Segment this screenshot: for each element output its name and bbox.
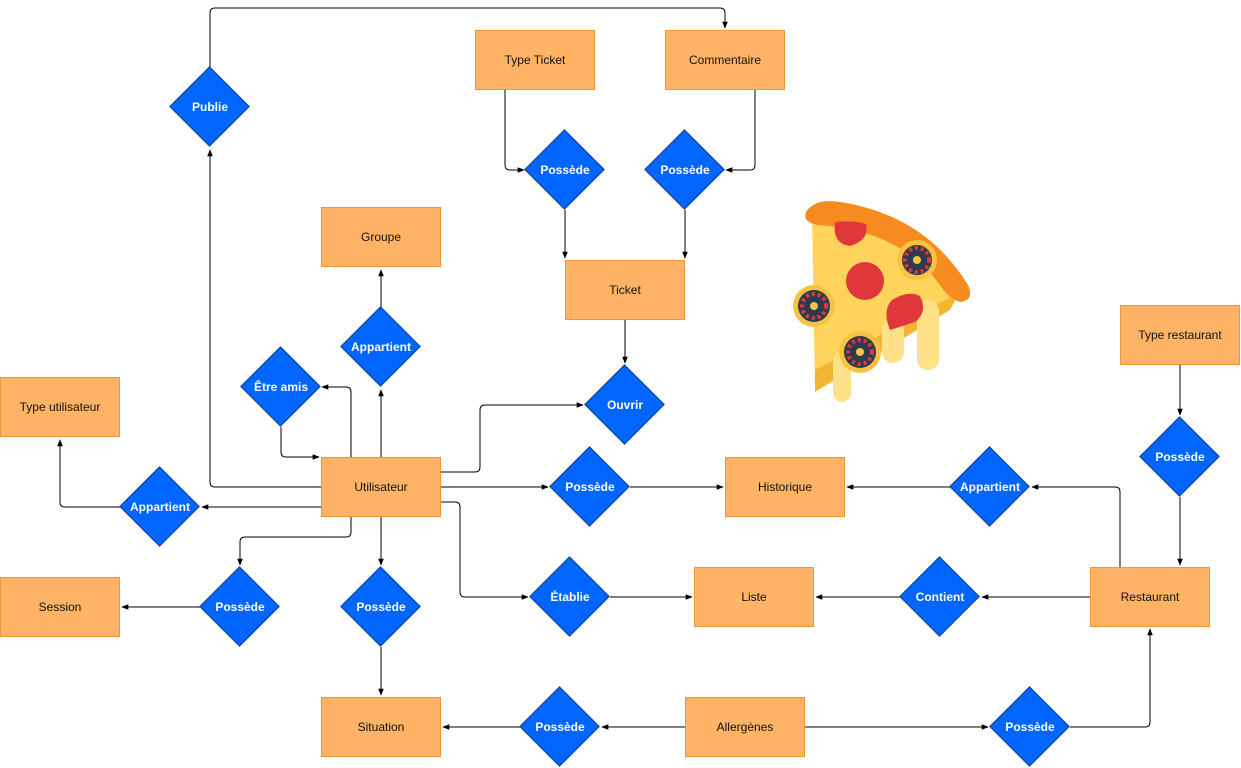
- entity-situation[interactable]: Situation: [321, 697, 441, 757]
- relation-appartient-historique[interactable]: Appartient: [949, 446, 1030, 527]
- relation-label: Publie: [191, 100, 228, 114]
- entity-label: Commentaire: [688, 53, 762, 67]
- relation-label: Possède: [535, 720, 585, 734]
- edge-utilisateur-publie: [207, 149, 321, 488]
- entity-label: Groupe: [360, 230, 402, 244]
- edge-commentaire-possede: [725, 90, 756, 173]
- relation-possede-allergenes-restaurant[interactable]: Possède: [989, 686, 1070, 767]
- relation-ouvrir[interactable]: Ouvrir: [584, 364, 665, 445]
- edge-etreamis-utilisateur: [280, 427, 320, 460]
- entity-label: Ticket: [609, 283, 641, 297]
- entity-label: Type restaurant: [1138, 328, 1222, 342]
- relation-etablie[interactable]: Établie: [529, 556, 610, 637]
- entity-commentaire[interactable]: Commentaire: [665, 30, 785, 90]
- entity-label: Situation: [357, 720, 405, 734]
- entity-label: Type Ticket: [504, 53, 566, 67]
- edge-possede-restaurant-2: [1070, 628, 1153, 728]
- relation-contient[interactable]: Contient: [899, 556, 980, 637]
- entity-label: Historique: [757, 480, 813, 494]
- relation-label: Être amis: [253, 380, 309, 394]
- relation-appartient-type-utilisateur[interactable]: Appartient: [119, 466, 200, 547]
- entity-label: Allergènes: [716, 720, 774, 734]
- entity-type-restaurant[interactable]: Type restaurant: [1120, 305, 1240, 365]
- relation-label: Établie: [550, 590, 590, 604]
- roulette-wheel-icon: [839, 331, 881, 373]
- entity-allergenes[interactable]: Allergènes: [685, 697, 805, 757]
- relation-possede-session[interactable]: Possède: [199, 566, 280, 647]
- relation-label: Appartient: [960, 480, 1020, 494]
- edge-utilisateur-ouvrir: [441, 402, 584, 473]
- relation-label: Ouvrir: [606, 398, 643, 412]
- relation-possede-allergenes-situation[interactable]: Possède: [519, 686, 600, 767]
- entity-liste[interactable]: Liste: [694, 567, 814, 627]
- relation-label: Possède: [215, 600, 265, 614]
- relation-possede-type-ticket[interactable]: Possède: [524, 129, 605, 210]
- relation-publie[interactable]: Publie: [169, 66, 250, 147]
- entity-groupe[interactable]: Groupe: [321, 207, 441, 267]
- entity-label: Utilisateur: [354, 480, 408, 494]
- relation-etre-amis[interactable]: Être amis: [240, 346, 321, 427]
- relation-possede-situation[interactable]: Possède: [340, 566, 421, 647]
- entity-label: Restaurant: [1120, 590, 1180, 604]
- roulette-wheel-icon: [897, 240, 937, 280]
- edge-utilisateur-etablie: [441, 501, 529, 600]
- entity-session[interactable]: Session: [0, 577, 120, 637]
- relation-possede-type-restaurant[interactable]: Possède: [1139, 416, 1220, 497]
- relation-appartient-groupe[interactable]: Appartient: [340, 306, 421, 387]
- entity-restaurant[interactable]: Restaurant: [1090, 567, 1210, 627]
- entity-type-ticket[interactable]: Type Ticket: [475, 30, 595, 90]
- relation-label: Appartient: [130, 500, 190, 514]
- relation-label: Contient: [915, 590, 965, 604]
- relation-possede-commentaire[interactable]: Possède: [644, 129, 725, 210]
- relation-label: Possède: [565, 480, 615, 494]
- entity-label: Liste: [741, 590, 767, 604]
- edge-utilisateur-etreamis: [321, 384, 352, 457]
- edge-utilisateur-possede-session: [237, 517, 352, 566]
- edge-typeticket-possede: [504, 90, 525, 173]
- edge-appartient-typeutilisateur: [57, 439, 120, 508]
- edge-restaurant-appartient: [1031, 484, 1121, 567]
- roulette-wheel-icon: [793, 285, 835, 327]
- entity-utilisateur[interactable]: Utilisateur: [321, 457, 441, 517]
- entity-type-utilisateur[interactable]: Type utilisateur: [0, 377, 120, 437]
- entity-label: Session: [38, 600, 82, 614]
- relation-label: Possède: [660, 163, 710, 177]
- edge-publie-commentaire: [209, 7, 728, 67]
- entity-historique[interactable]: Historique: [725, 457, 845, 517]
- entity-label: Type utilisateur: [19, 400, 101, 414]
- relation-label: Possède: [1155, 450, 1205, 464]
- relation-possede-historique[interactable]: Possède: [549, 446, 630, 527]
- entity-ticket[interactable]: Ticket: [565, 260, 685, 320]
- relation-label: Possède: [540, 163, 590, 177]
- relation-label: Possède: [1005, 720, 1055, 734]
- relation-label: Appartient: [351, 340, 411, 354]
- relation-label: Possède: [356, 600, 406, 614]
- pizza-slice-illustration: [793, 201, 971, 402]
